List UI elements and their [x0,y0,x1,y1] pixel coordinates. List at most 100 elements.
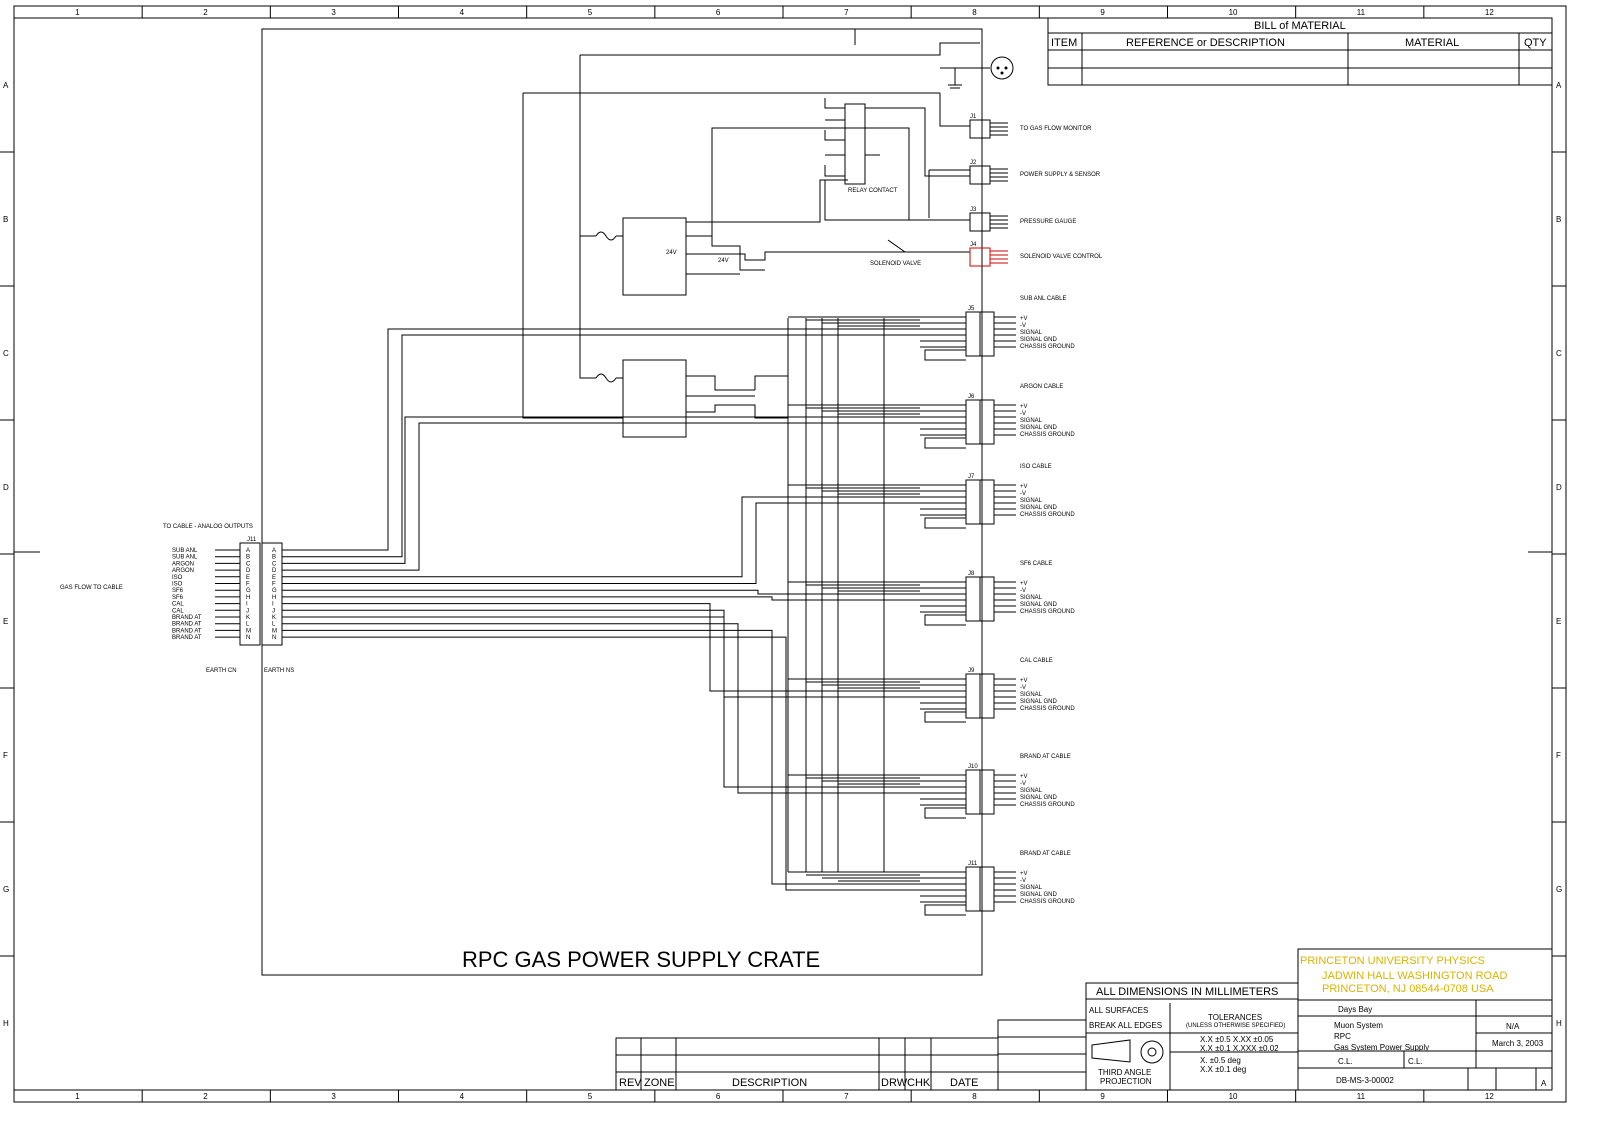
svg-text:SF6: SF6 [172,595,184,601]
col-label: 10 [1229,8,1238,17]
svg-text:J7: J7 [968,474,975,480]
svg-text:+V: +V [1020,678,1028,684]
col-label: 1 [75,8,80,17]
svg-text:K: K [272,615,276,621]
svg-text:-V: -V [1020,781,1026,787]
svg-text:DESCRIPTION: DESCRIPTION [732,1077,807,1089]
svg-text:Days Bay: Days Bay [1338,1005,1372,1014]
svg-text:SOLENOID VALVE CONTROL: SOLENOID VALVE CONTROL [1020,254,1103,260]
svg-text:A: A [1541,1079,1547,1088]
svg-text:BRAND AT: BRAND AT [172,628,202,634]
institution-name: PRINCETON UNIVERSITY PHYSICS [1300,955,1485,967]
svg-text:+V: +V [1020,484,1028,490]
svg-text:H: H [246,595,250,601]
bom-title: BILL of MATERIAL [1254,20,1346,32]
svg-text:SIGNAL GND: SIGNAL GND [1020,795,1057,801]
row-label: G [3,885,9,894]
svg-text:-V: -V [1020,323,1026,329]
svg-text:March 3, 2003: March 3, 2003 [1492,1039,1544,1048]
col-label: 4 [460,1092,465,1101]
col-label: 5 [588,8,593,17]
row-label: C [3,349,9,358]
svg-text:BRAND AT CABLE: BRAND AT CABLE [1020,851,1071,857]
connector-j1 [969,119,991,139]
svg-text:ISO CABLE: ISO CABLE [1020,464,1052,470]
svg-text:TO GAS FLOW MONITOR: TO GAS FLOW MONITOR [1020,126,1092,132]
svg-text:SIGNAL: SIGNAL [1020,418,1043,424]
svg-text:REFERENCE or DESCRIPTION: REFERENCE or DESCRIPTION [1126,37,1285,49]
svg-text:I: I [272,602,274,608]
svg-text:D: D [246,568,251,574]
svg-text:L: L [246,622,250,628]
svg-text:SIGNAL GND: SIGNAL GND [1020,892,1057,898]
power-supply-lower [522,92,970,438]
col-label: 3 [331,1092,336,1101]
svg-text:BRAND AT CABLE: BRAND AT CABLE [1020,754,1071,760]
revision-block: REV ZONE DESCRIPTION DRW CHK DATE [615,1019,1087,1091]
svg-text:BREAK ALL EDGES: BREAK ALL EDGES [1089,1021,1162,1030]
col-label: 7 [844,8,849,17]
row-label: D [1556,483,1562,492]
svg-text:SIGNAL: SIGNAL [1020,498,1043,504]
svg-text:X.X ±0.1 X.XXX ±0.02: X.X ±0.1 X.XXX ±0.02 [1200,1044,1279,1053]
svg-text:BRAND AT: BRAND AT [172,635,202,641]
svg-text:ALL SURFACES: ALL SURFACES [1089,1006,1148,1015]
svg-text:SIGNAL GND: SIGNAL GND [1020,505,1057,511]
svg-text:G: G [272,588,277,594]
svg-text:PROJECTION: PROJECTION [1100,1077,1152,1086]
connector-j4 [969,247,991,267]
bill-of-material: BILL of MATERIAL ITEM REFERENCE or DESCR… [1047,17,1553,86]
svg-text:RELAY CONTACT: RELAY CONTACT [848,188,898,194]
connector-j2 [969,165,991,185]
svg-text:RPC: RPC [1334,1032,1351,1041]
row-label: B [3,215,8,224]
col-label: 6 [716,1092,721,1101]
connector-j11: J11 TO CABLE - ANALOG OUTPUTS GAS FLOW T… [60,524,294,674]
svg-text:N/A: N/A [1506,1022,1520,1031]
col-label: 9 [1100,8,1105,17]
row-label: D [3,483,9,492]
svg-text:PRINCETON, NJ 08544-0708 USA: PRINCETON, NJ 08544-0708 USA [1322,983,1494,995]
svg-text:24V: 24V [666,250,677,256]
svg-text:-V: -V [1020,878,1026,884]
svg-text:X. ±0.5 deg: X. ±0.5 deg [1200,1056,1241,1065]
svg-text:J6: J6 [968,394,975,400]
svg-text:BRAND AT: BRAND AT [172,615,202,621]
crate-enclosure [261,28,983,976]
svg-text:SIGNAL: SIGNAL [1020,788,1043,794]
svg-text:TO CABLE - ANALOG OUTPUTS: TO CABLE - ANALOG OUTPUTS [163,524,253,530]
svg-text:J: J [272,608,275,614]
svg-text:SIGNAL: SIGNAL [1020,692,1043,698]
row-label: A [1556,81,1562,90]
col-label: 1 [75,1092,80,1101]
col-label: 9 [1100,1092,1105,1101]
connector-j3 [969,212,991,232]
svg-text:N: N [272,635,276,641]
svg-text:SUB ANL CABLE: SUB ANL CABLE [1020,296,1066,302]
row-label: E [1556,617,1561,626]
svg-text:M: M [272,628,277,634]
col-label: 11 [1357,8,1366,17]
power-supply-upper: 24V 24V [579,55,970,296]
svg-text:+V: +V [1020,316,1028,322]
row-label: C [1556,349,1562,358]
svg-text:ARGON CABLE: ARGON CABLE [1020,384,1063,390]
svg-text:SIGNAL GND: SIGNAL GND [1020,337,1057,343]
svg-text:SUB ANL: SUB ANL [172,555,198,561]
svg-text:J5: J5 [968,306,975,312]
svg-text:F: F [246,582,250,588]
power-inlet [580,42,1014,89]
col-label: 5 [588,1092,593,1101]
svg-text:+V: +V [1020,581,1028,587]
row-label: F [1556,751,1561,760]
col-label: 12 [1485,8,1494,17]
svg-text:SIGNAL GND: SIGNAL GND [1020,602,1057,608]
row-label: A [3,81,9,90]
svg-text:CAL: CAL [172,602,184,608]
svg-text:ARGON: ARGON [172,568,194,574]
svg-text:MATERIAL: MATERIAL [1405,37,1459,49]
